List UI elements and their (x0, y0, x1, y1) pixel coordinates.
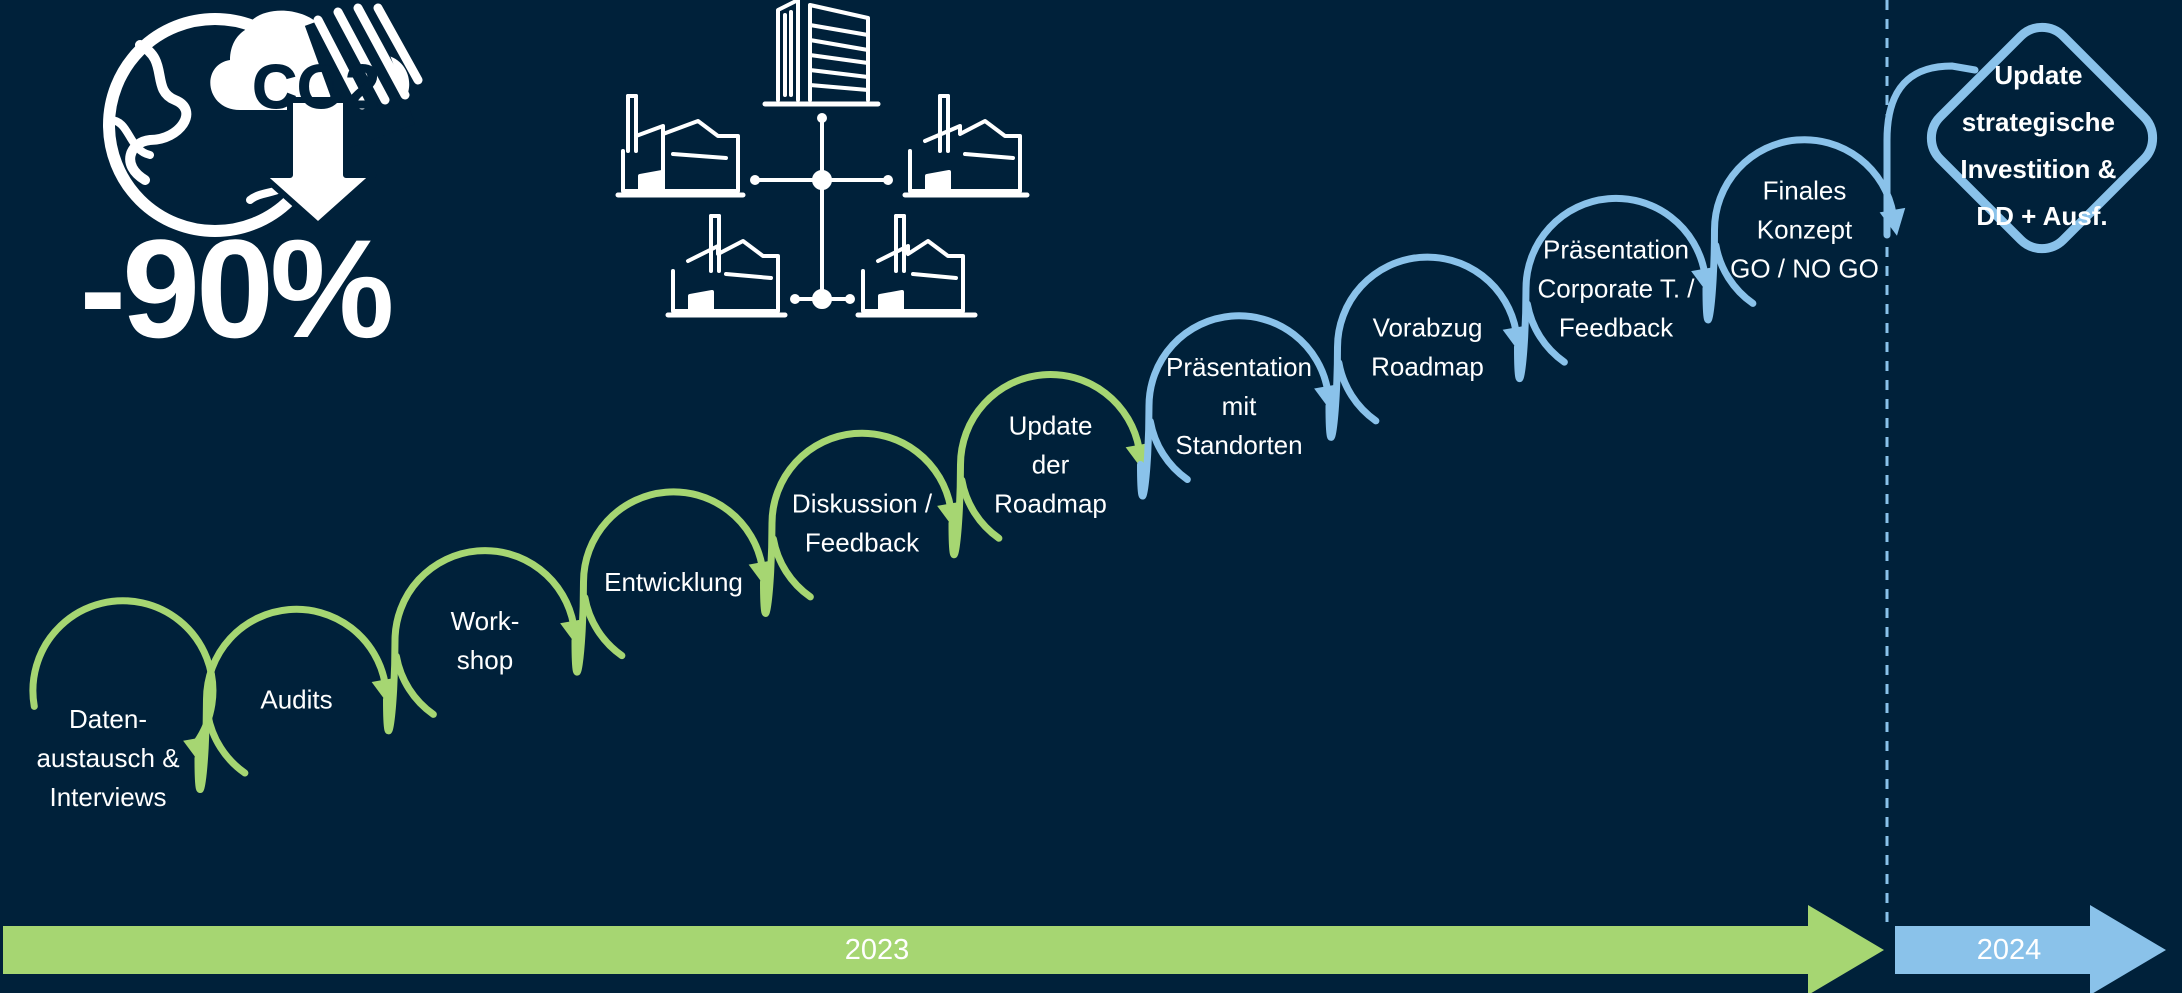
final-step-line: DD + Ausf. (1976, 201, 2107, 231)
globe-cloud-co2-arrow-icon (103, 1, 423, 237)
step-curve (948, 371, 1143, 559)
timeline: 2023 2024 (3, 905, 2166, 993)
step-label-line: Feedback (1559, 312, 1674, 342)
step-label-line: Audits (260, 684, 332, 714)
final-step-line: Update (1994, 60, 2082, 90)
timeline-label-2024: 2024 (1977, 934, 2042, 966)
step-label-line: Roadmap (994, 489, 1107, 519)
step-label-line: Work- (451, 606, 520, 636)
step-label: Entwicklung (604, 567, 743, 597)
step-label: Audits (260, 684, 332, 714)
step-curve-tail (1146, 417, 1191, 484)
network-hub (750, 113, 893, 309)
step-curve-tail (1523, 300, 1568, 366)
factory-site-icon (665, 214, 788, 318)
co2-label: CO2 (252, 53, 379, 122)
step-label-line: Finales (1763, 176, 1847, 206)
step-label-line: Präsentation (1166, 352, 1312, 382)
timeline-label-2023: 2023 (845, 934, 910, 966)
final-step-connector (1883, 62, 1979, 239)
step-curve-tail (769, 535, 814, 601)
step-label: Daten-austausch & Interviews (36, 704, 179, 812)
step-curve (571, 488, 766, 676)
process-step: Entwicklung (571, 488, 775, 676)
step-label-line: Roadmap (1371, 352, 1484, 382)
step-label-line: Interviews (49, 782, 166, 812)
final-step-line: strategische (1962, 107, 2115, 137)
step-curve-tail (204, 711, 249, 777)
step-label-line: Daten- (69, 704, 147, 734)
step-curve (760, 429, 955, 617)
step-label-line: Diskussion / (792, 489, 933, 519)
step-curve-tail (1335, 359, 1380, 425)
step-label-line: Konzept (1757, 215, 1853, 245)
step-label-line: austausch & (36, 743, 179, 773)
step-label-line: Vorabzug (1373, 313, 1483, 343)
corporate-hq-with-sites-network-icon (615, 0, 1030, 318)
step-label-line: Entwicklung (604, 567, 743, 597)
step-curve (1514, 194, 1709, 383)
reduction-percentage: -90% (80, 210, 391, 367)
co2-reduction-badge: CO2 -90% (80, 1, 423, 367)
headquarters-building-icon (762, 0, 881, 107)
step-label-line: mit (1222, 391, 1257, 421)
step-label: Diskussion / Feedback (792, 489, 933, 558)
step-label: Work-shop (451, 606, 520, 675)
final-step-line: Investition & (1960, 154, 2116, 184)
step-label-line: der (1032, 450, 1070, 480)
process-step: Diskussion / Feedback (760, 429, 963, 617)
step-curve (383, 547, 578, 735)
final-step-diamond-shape (1926, 22, 2158, 254)
step-curve (194, 605, 389, 793)
step-curve (1702, 136, 1897, 324)
step-label-line: Feedback (805, 528, 920, 558)
final-step-label: Update strategische Investition & DD + A… (1960, 60, 2123, 231)
step-curve-tail (958, 476, 1003, 542)
factory-site-icon (855, 214, 978, 318)
step-curve-tail (1712, 241, 1757, 307)
step-label-line: shop (457, 645, 513, 675)
step-curve (1325, 253, 1520, 441)
step-label-line: Corporate T. / (1537, 273, 1695, 303)
step-curve-tail (581, 594, 626, 660)
step-curve-tail (392, 652, 437, 718)
timeline-arrow-2024 (1895, 905, 2166, 993)
factory-site-icon (902, 94, 1030, 198)
step-label-line: Update (1009, 411, 1093, 441)
step-label-line: Standorten (1175, 430, 1302, 460)
step-label-line: Präsentation (1543, 234, 1689, 264)
step-curve (1137, 312, 1332, 500)
factory-site-icon (615, 94, 746, 198)
process-step: Daten-austausch & Interviews (29, 597, 217, 812)
process-steps: Daten-austausch & Interviews Audits Work-sh… (29, 136, 1906, 812)
step-curve (29, 597, 217, 746)
timeline-arrow-2023 (3, 905, 1884, 993)
step-label-line: GO / NO GO (1730, 254, 1879, 284)
final-step-diamond: Update strategische Investition & DD + A… (1883, 22, 2158, 254)
